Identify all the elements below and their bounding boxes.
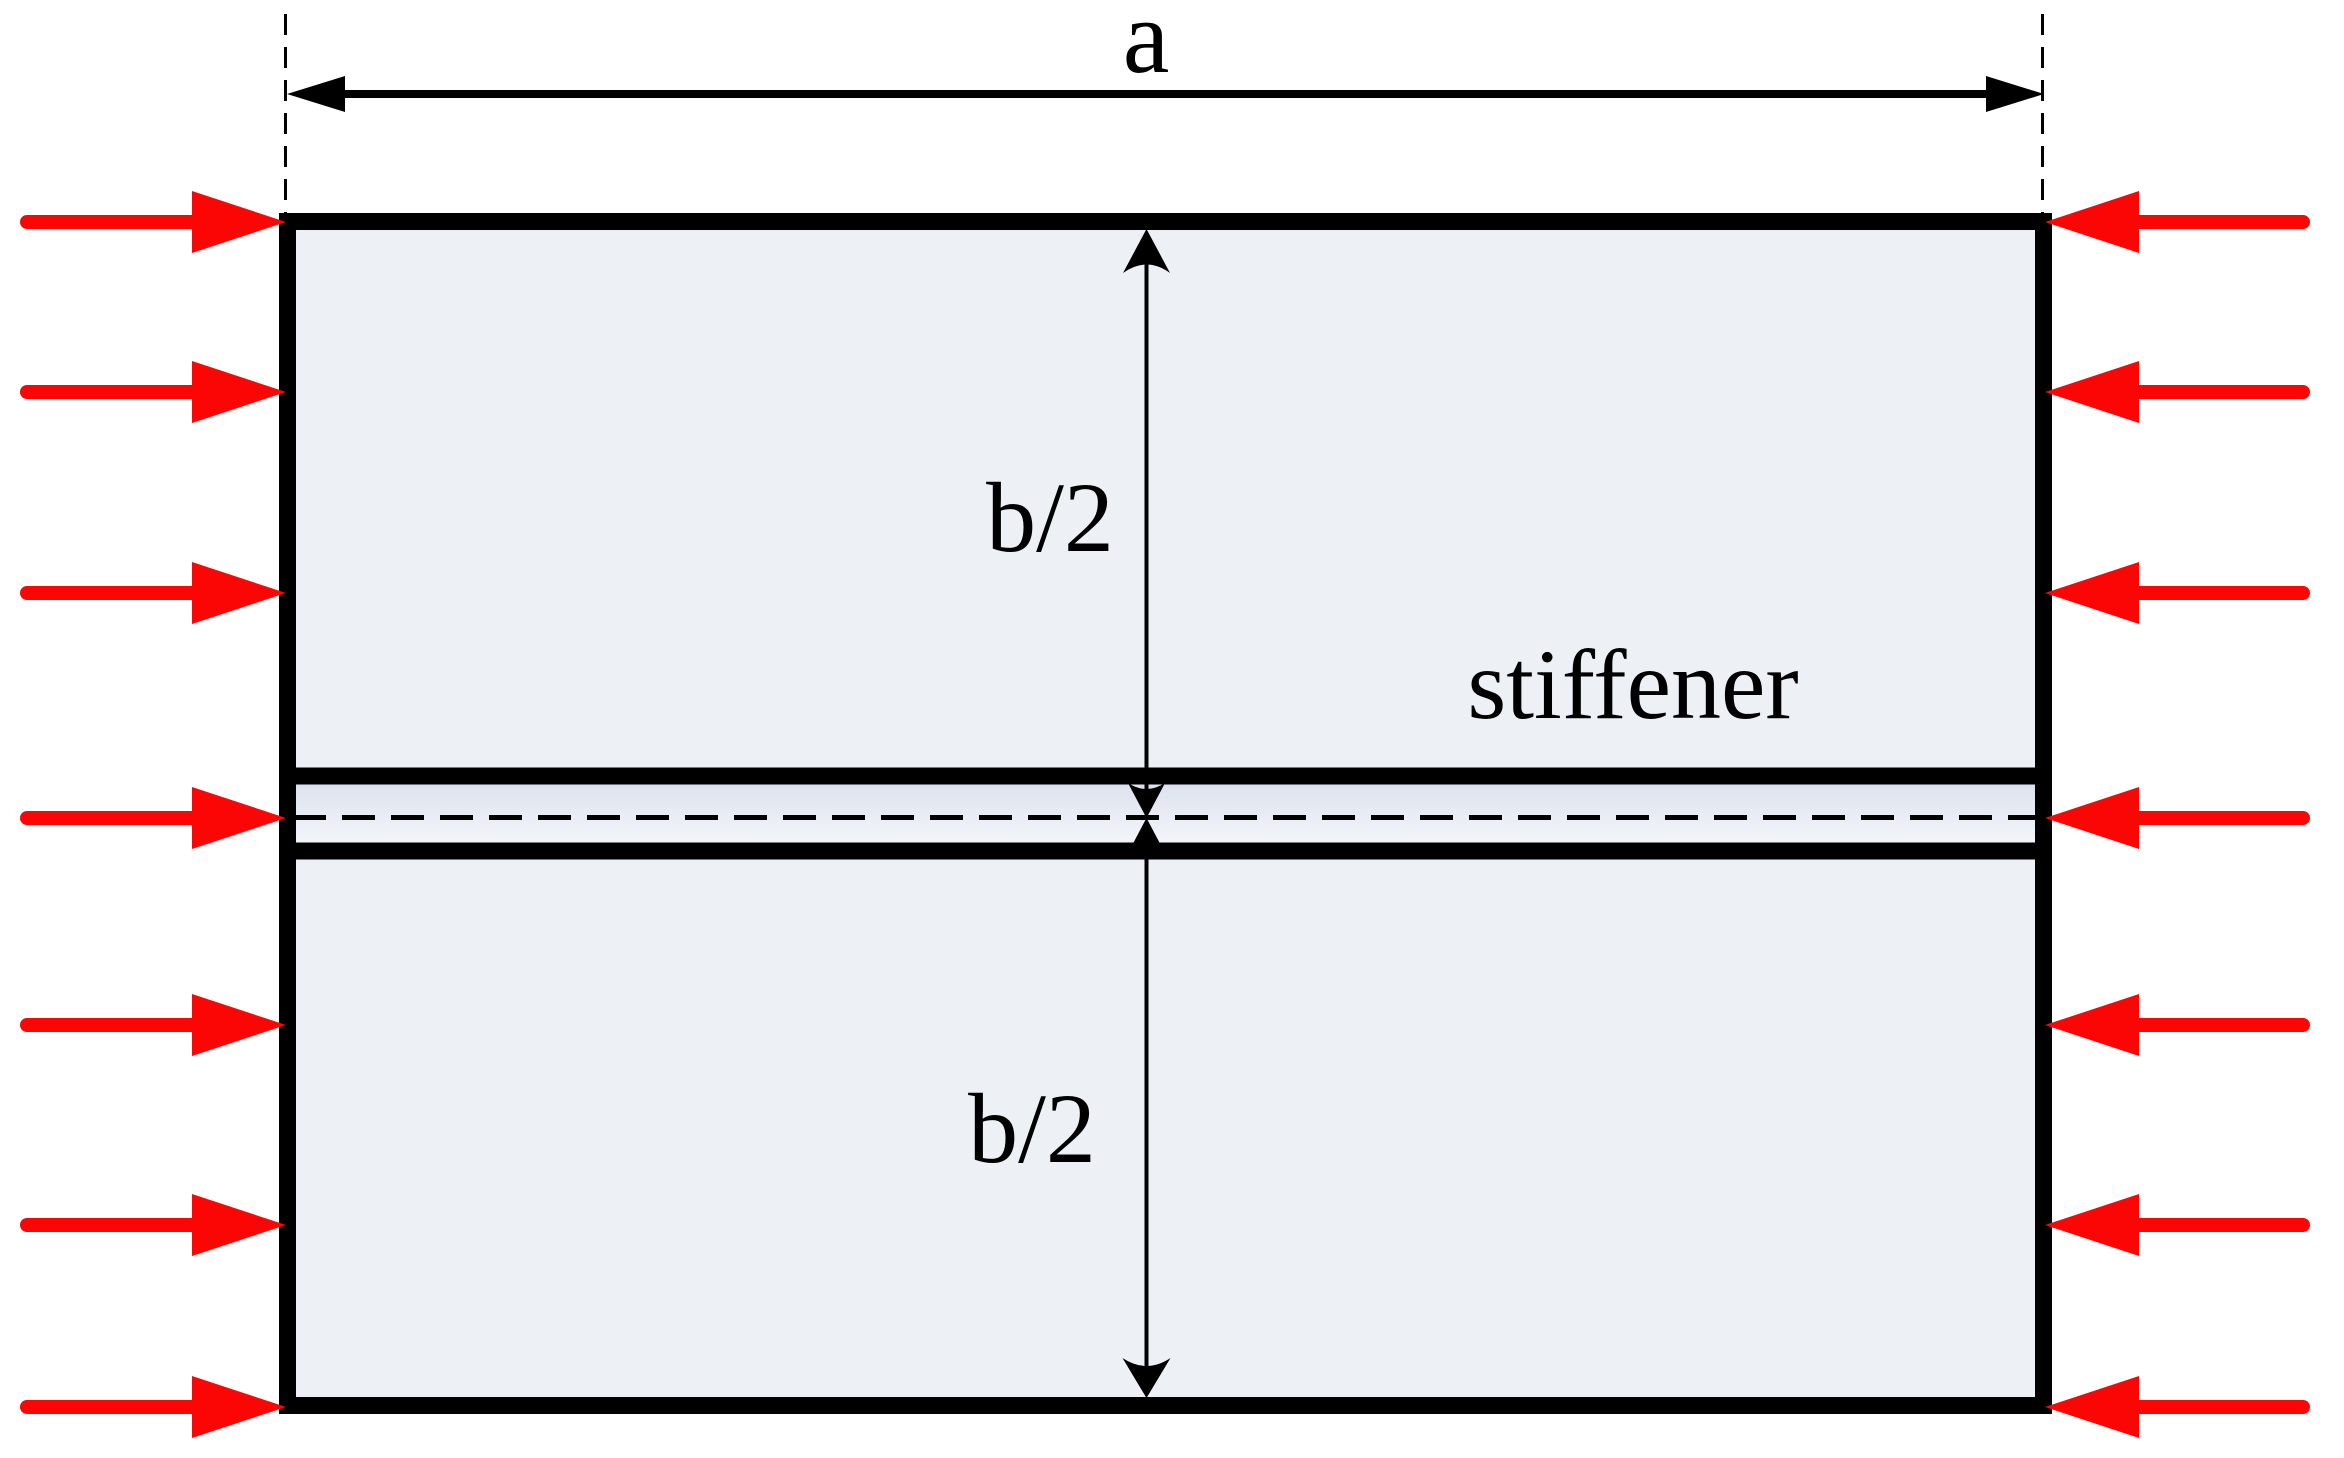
width-dim-arrowhead-right-icon — [1986, 76, 2044, 112]
load-arrowhead-left-icon — [192, 994, 286, 1056]
load-arrowhead-left-icon — [192, 1376, 286, 1438]
width-dim-arrowhead-left-icon — [287, 76, 345, 112]
load-arrowhead-left-icon — [192, 191, 286, 253]
lower-dim-arrowhead-down-icon — [1122, 1358, 1171, 1398]
load-arrowhead-left-icon — [192, 562, 286, 624]
stiffener-band-fill — [296, 784, 2035, 843]
load-arrowhead-right-icon — [2045, 1376, 2139, 1438]
load-arrowhead-right-icon — [2045, 191, 2139, 253]
load-arrowhead-left-icon — [192, 787, 286, 849]
load-arrowhead-left-icon — [192, 1194, 286, 1256]
load-arrowhead-right-icon — [2045, 1194, 2139, 1256]
upper-height-label: b/2 — [986, 462, 1114, 573]
load-arrowhead-right-icon — [2045, 562, 2139, 624]
load-arrowhead-left-icon — [192, 361, 286, 423]
upper-dim-arrowhead-down-icon — [1128, 783, 1165, 818]
load-arrowhead-right-icon — [2045, 361, 2139, 423]
load-arrows-right — [2045, 191, 2310, 1438]
upper-dim-arrowhead-up-icon — [1123, 229, 1170, 273]
load-arrows-left — [20, 191, 286, 1438]
lower-height-label: b/2 — [968, 1073, 1096, 1184]
lower-dim-arrowhead-up-icon — [1128, 818, 1165, 853]
width-label: a — [1123, 0, 1170, 95]
load-arrowhead-right-icon — [2045, 994, 2139, 1056]
stiffener-label: stiffener — [1467, 629, 1798, 740]
load-arrowhead-right-icon — [2045, 787, 2139, 849]
